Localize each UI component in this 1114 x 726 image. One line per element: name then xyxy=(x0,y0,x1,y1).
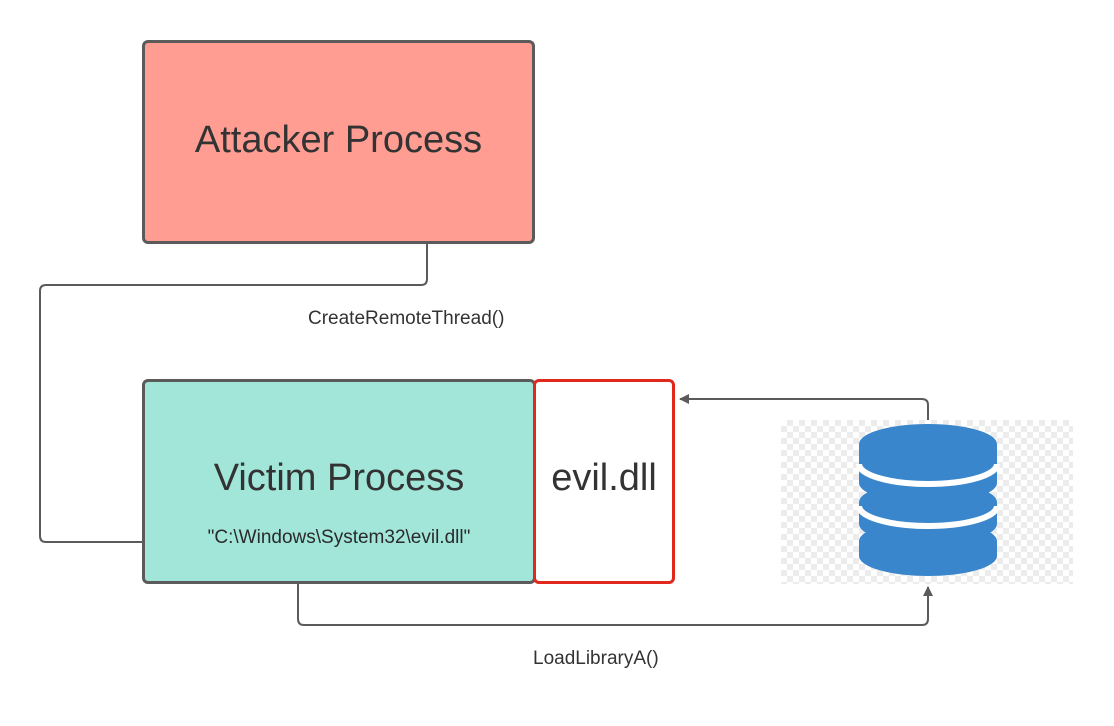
attacker-process-node[interactable]: Attacker Process xyxy=(142,40,535,244)
evil-dll-label: evil.dll xyxy=(551,457,657,499)
load-library-label: LoadLibraryA() xyxy=(533,648,659,669)
victim-process-label: Victim Process xyxy=(213,457,465,499)
database-icon[interactable] xyxy=(855,420,1001,580)
evil-dll-node[interactable]: evil.dll xyxy=(533,379,675,584)
victim-process-node[interactable]: Victim Process "C:\Windows\System32\evil… xyxy=(142,379,536,584)
connector-database-to-dll xyxy=(679,394,929,420)
dll-path-label: "C:\Windows\System32\evil.dll" xyxy=(207,527,471,548)
create-remote-thread-label: CreateRemoteThread() xyxy=(308,308,505,329)
attacker-process-label: Attacker Process xyxy=(194,119,483,161)
